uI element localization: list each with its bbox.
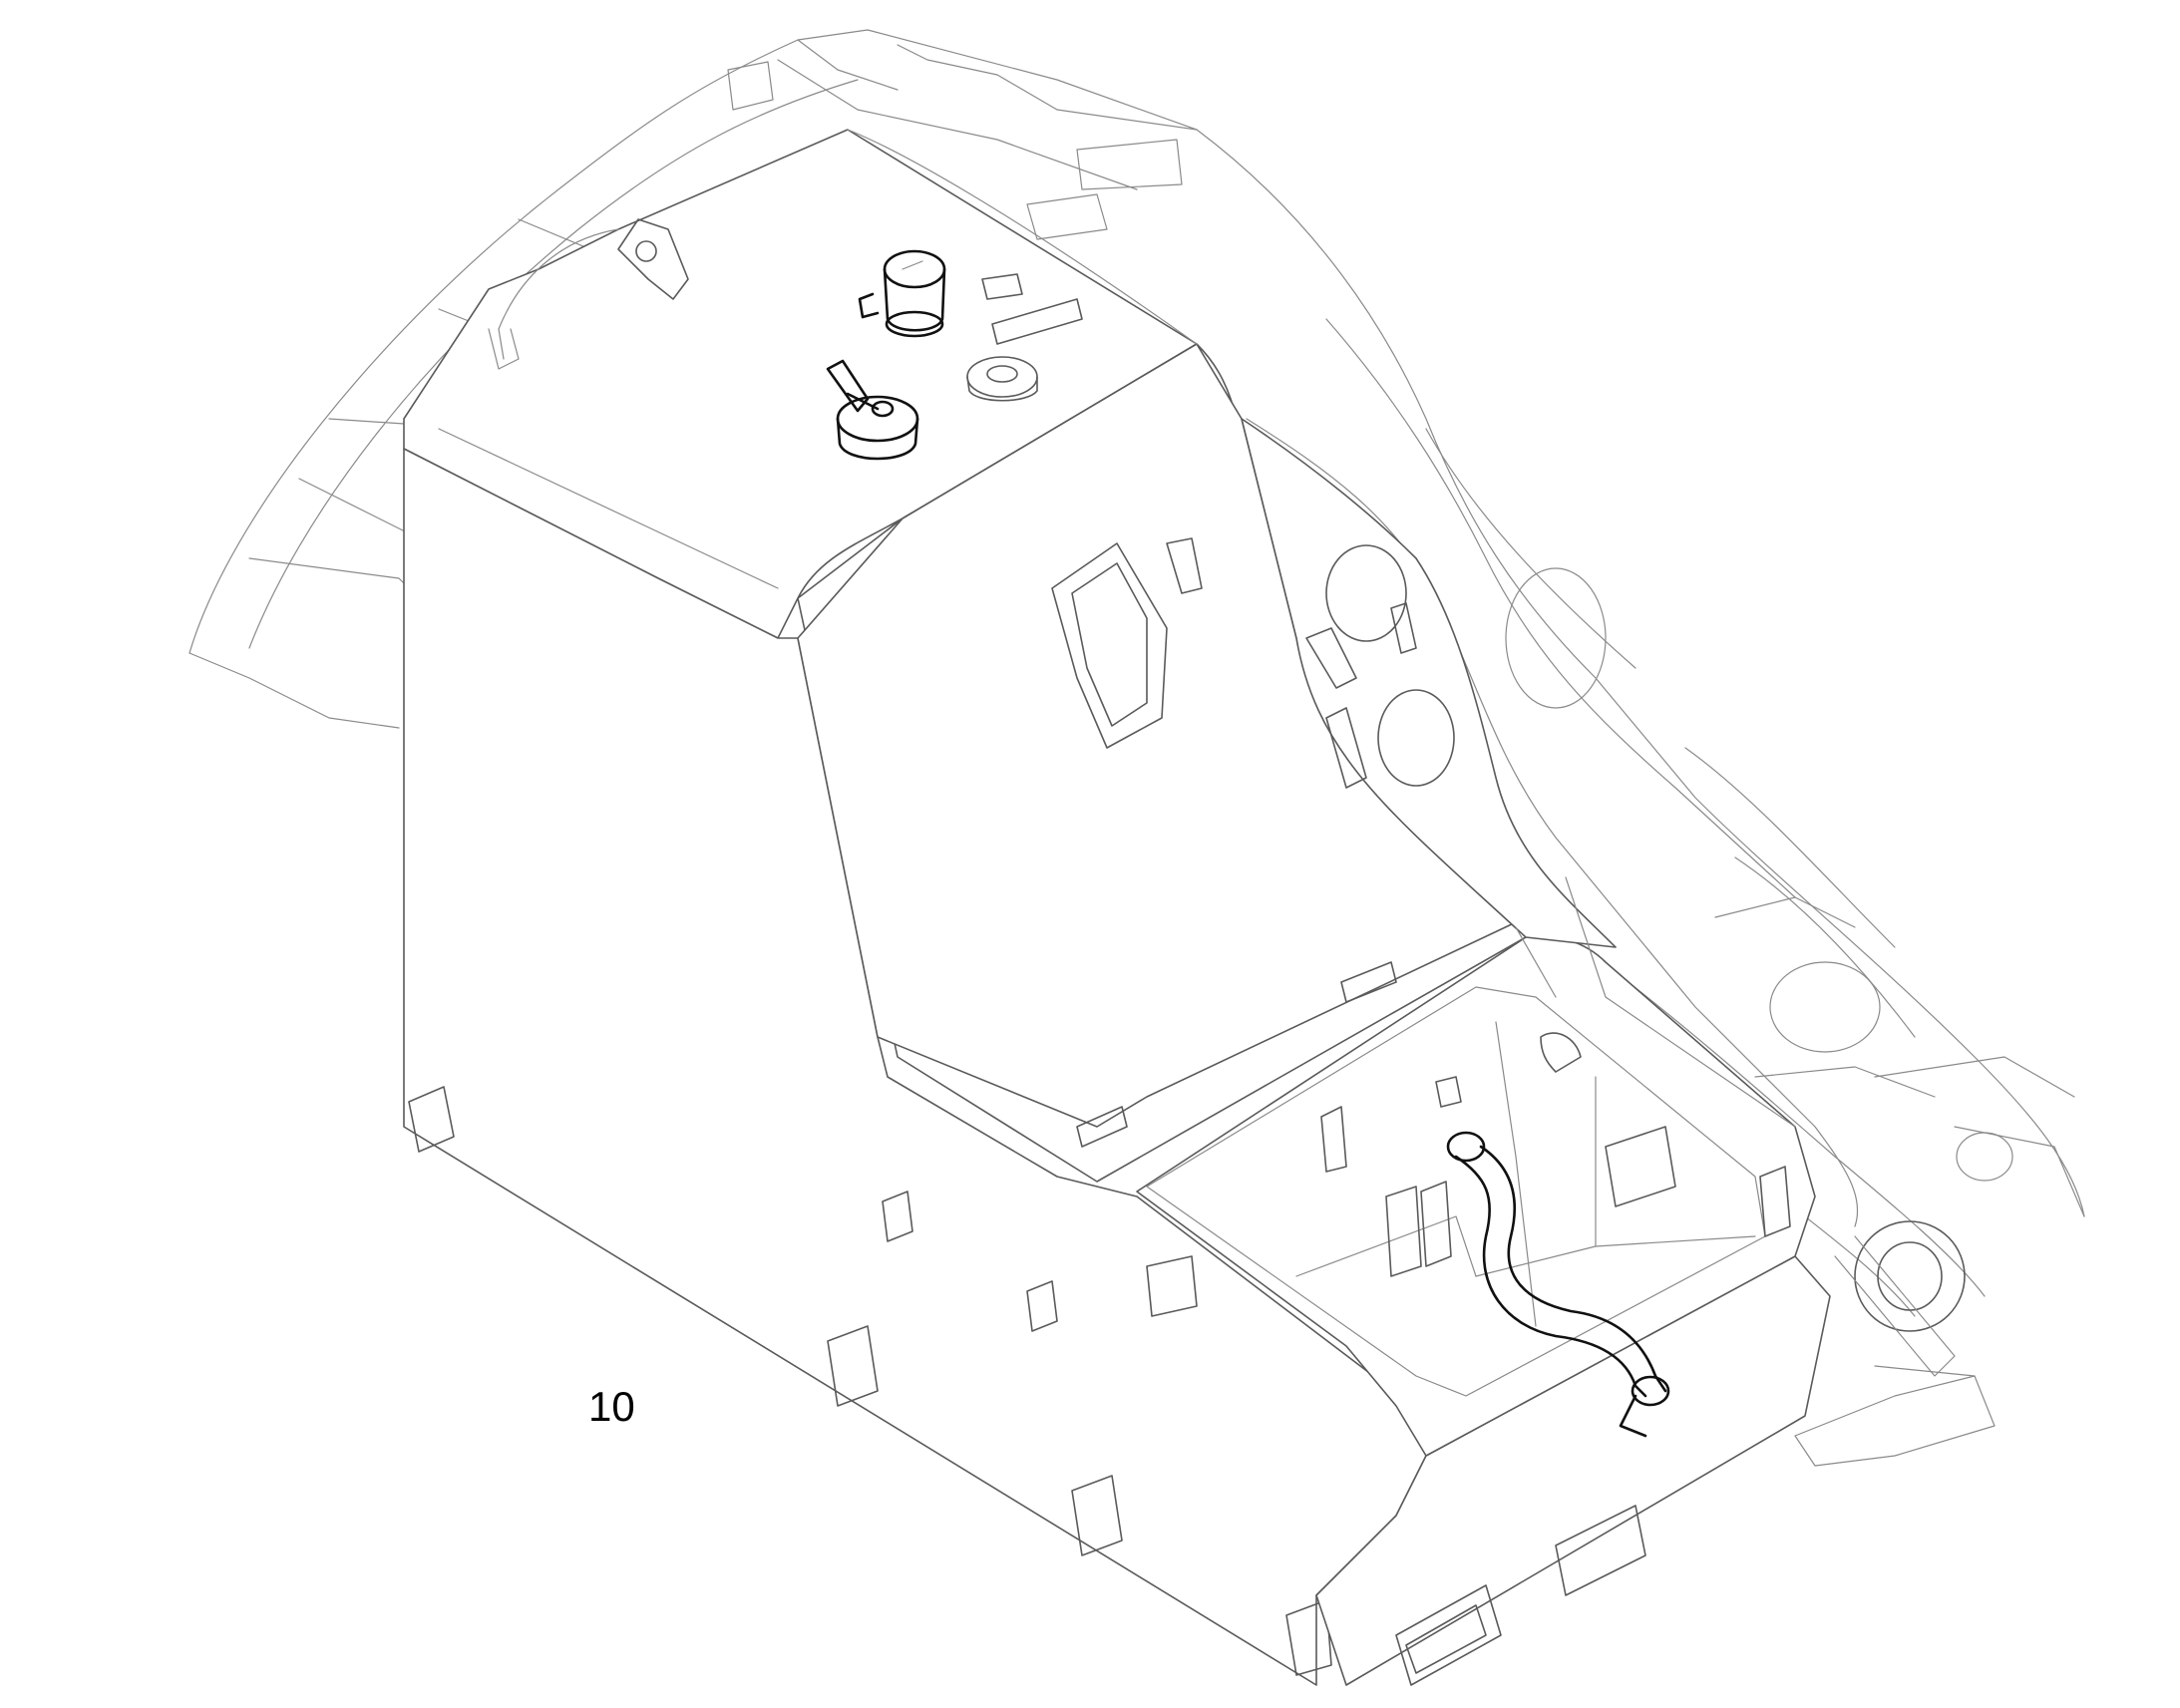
drain-boss-ring <box>966 356 1038 402</box>
filler-cap-breather <box>858 249 946 338</box>
filler-cap-sensor <box>826 359 919 461</box>
hydraulic-compartment <box>1136 934 1816 1457</box>
right-side-panel <box>1241 418 1796 1128</box>
tank-housing <box>403 129 1831 1686</box>
callout-label: 10 <box>588 1383 635 1430</box>
level-bracket <box>981 273 1083 345</box>
background-frame <box>188 29 2085 1467</box>
